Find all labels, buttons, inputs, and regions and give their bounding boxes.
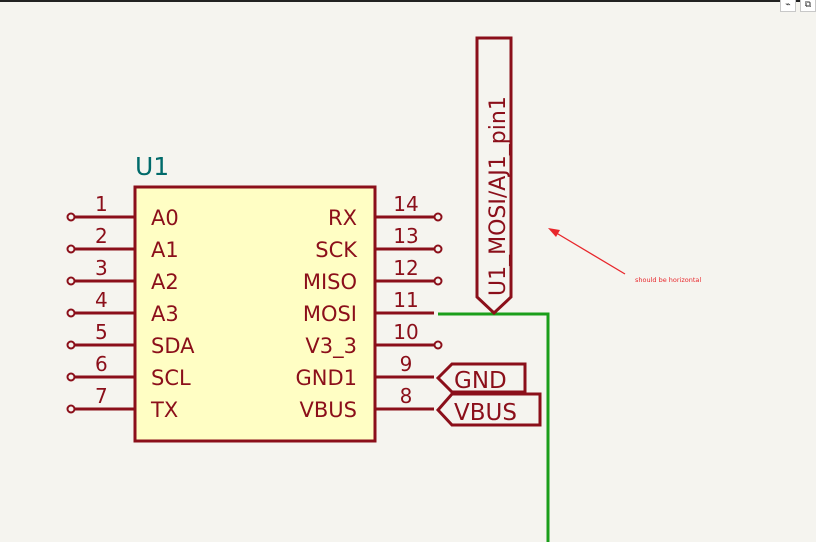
pin-name: RX: [328, 206, 357, 230]
annotation-arrow-line: [552, 230, 626, 275]
pin-name: TX: [150, 398, 178, 422]
pin-name: V3_3: [305, 334, 357, 359]
pin-number: 8: [400, 384, 413, 408]
pin-connection-point[interactable]: [66, 404, 76, 414]
pin-4[interactable]: 4A3: [66, 288, 179, 326]
pin-number: 3: [95, 256, 108, 280]
vbus-label-text: VBUS: [454, 400, 517, 426]
vertical-global-label-text: U1_MOSI/AJ1_pin1: [486, 96, 511, 296]
pin-name: GND1: [295, 366, 357, 390]
pin-number: 13: [393, 224, 418, 248]
pin-connection-point[interactable]: [66, 276, 76, 286]
pin-number: 6: [95, 352, 108, 376]
pin-number: 11: [393, 288, 418, 312]
pin-number: 10: [393, 320, 418, 344]
pin-connection-point[interactable]: [433, 276, 443, 286]
pin-connection-point[interactable]: [66, 212, 76, 222]
pin-7[interactable]: 7TX: [66, 384, 179, 422]
pin-name: SDA: [151, 334, 195, 358]
pin-connection-point[interactable]: [433, 244, 443, 254]
pin-number: 12: [393, 256, 418, 280]
pin-name: A2: [151, 270, 179, 294]
vbus-label-shape[interactable]: [435, 392, 542, 427]
component-reference: U1: [135, 152, 169, 181]
pin-number: 4: [95, 288, 108, 312]
pin-number: 5: [95, 320, 108, 344]
toolbar-signal-icon[interactable]: ⌁: [780, 0, 796, 12]
pin-number: 2: [95, 224, 108, 248]
pin-name: MISO: [303, 270, 357, 294]
pin-connection-point[interactable]: [433, 212, 443, 222]
annotation-text: should be horizontal: [635, 276, 701, 284]
pin-connection-point[interactable]: [433, 340, 443, 350]
pin-number: 14: [393, 192, 418, 216]
pin-1[interactable]: 1A0: [66, 192, 179, 230]
vertical-global-label-shape[interactable]: [475, 36, 513, 316]
component-body[interactable]: [133, 185, 377, 443]
pin-connection-point[interactable]: [66, 372, 76, 382]
pin-name: VBUS: [300, 398, 357, 422]
pin-name: A1: [151, 238, 179, 262]
window-top-border: [0, 0, 816, 2]
gnd-label-shape[interactable]: [435, 362, 527, 394]
pin-2[interactable]: 2A1: [66, 224, 179, 262]
pin-name: A0: [151, 206, 179, 230]
pin-number: 9: [400, 352, 413, 376]
pin-connection-point[interactable]: [66, 308, 76, 318]
pin-name: A3: [151, 302, 179, 326]
gnd-label-text: GND: [454, 368, 507, 394]
pin-number: 7: [95, 384, 108, 408]
pin-connection-point[interactable]: [66, 340, 76, 350]
mosi-wire[interactable]: [438, 312, 550, 542]
annotation-arrow-head: [548, 228, 560, 237]
pin-name: MOSI: [303, 302, 357, 326]
pin-3[interactable]: 3A2: [66, 256, 179, 294]
pin-number: 1: [95, 192, 108, 216]
pin-name: SCL: [151, 366, 191, 390]
pin-connection-point[interactable]: [66, 244, 76, 254]
pin-name: SCK: [315, 238, 358, 262]
